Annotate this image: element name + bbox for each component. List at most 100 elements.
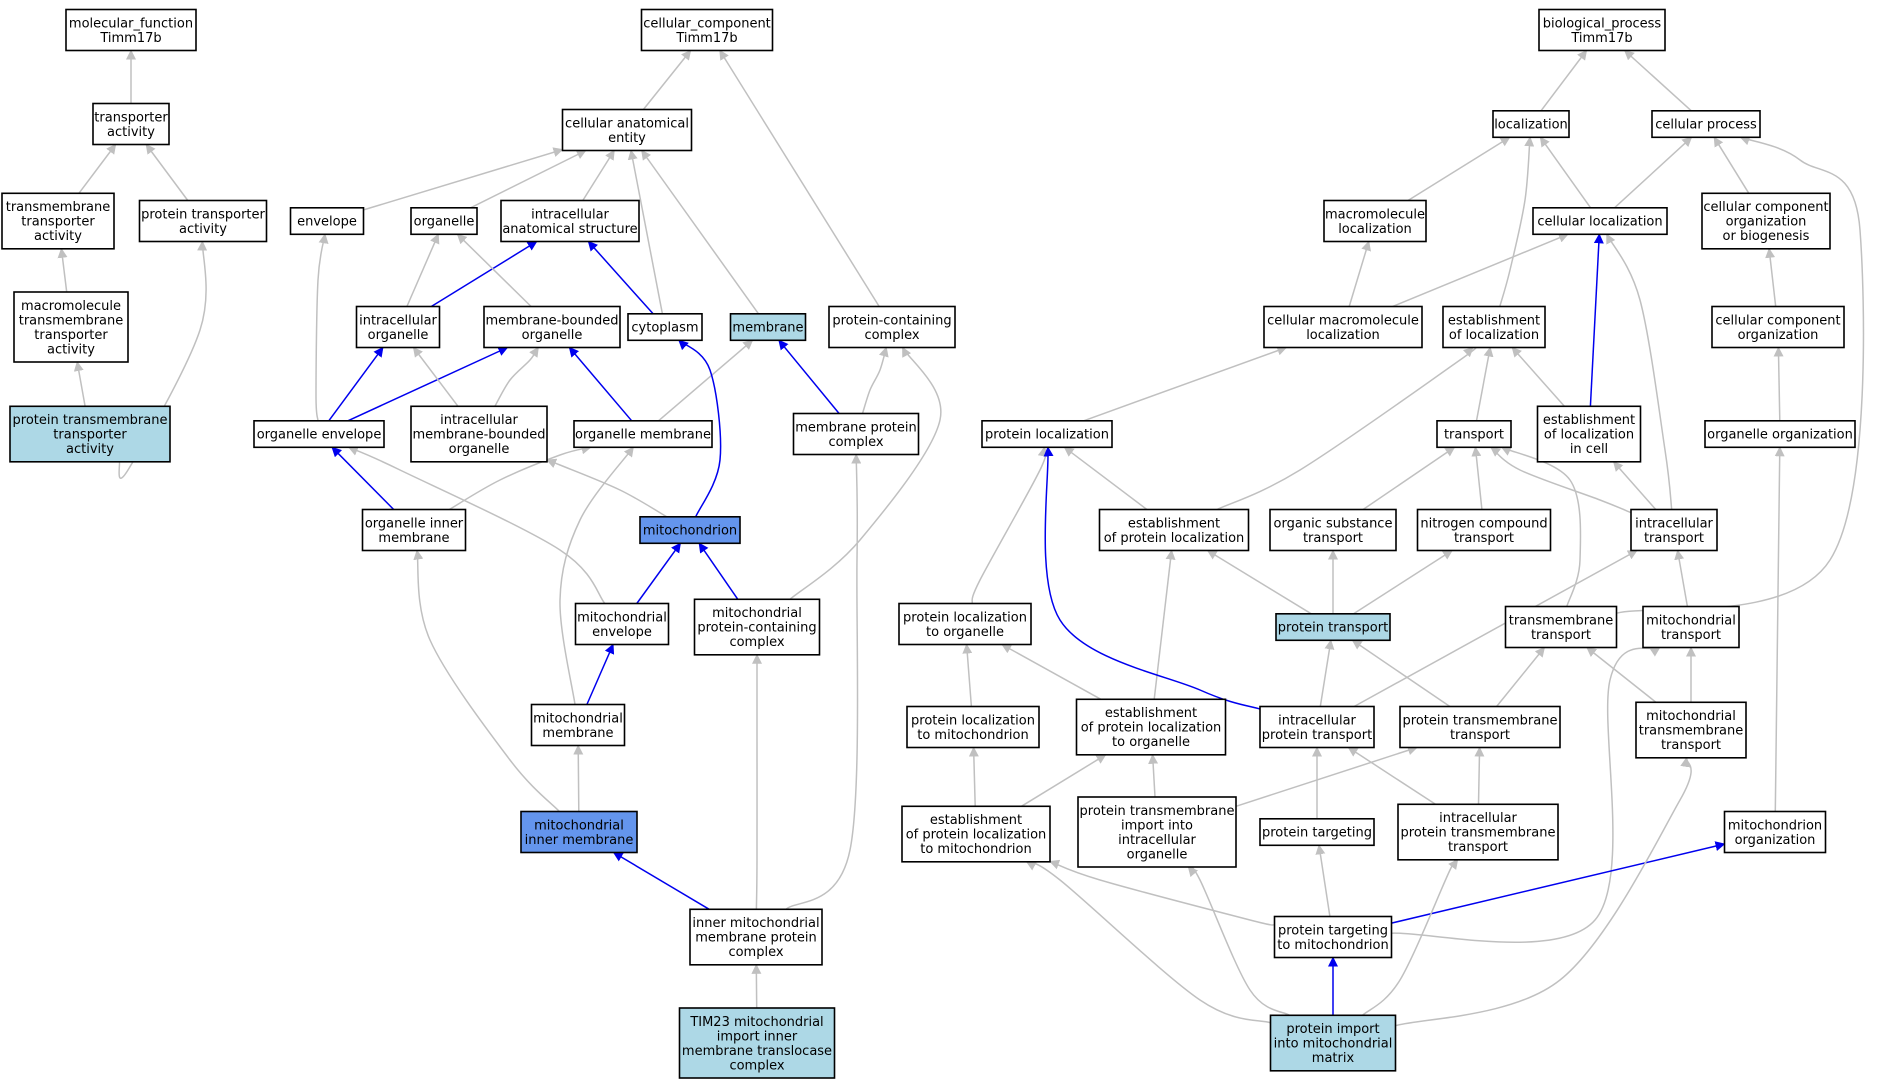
term-node-box (906, 705, 1040, 749)
term-node-mito[interactable]: mitochondrion (639, 515, 741, 545)
term-node-box (1630, 508, 1718, 552)
edge-eol-to-loc (1499, 136, 1535, 307)
term-node-box (1635, 701, 1747, 759)
term-node-trans[interactable]: transport (1436, 419, 1512, 449)
edge-om-to-mbo (568, 346, 633, 422)
edge-ptmt-to-tmt (1496, 646, 1546, 707)
term-node-env[interactable]: envelope (289, 207, 365, 236)
edge-cloc-to-cp (1613, 136, 1693, 209)
term-node-box (1492, 110, 1570, 139)
term-node-label-line: mitochondrial (1646, 709, 1736, 724)
term-node-ptgt[interactable]: protein targeting (1259, 817, 1375, 847)
edge-mito-to-imbo (546, 458, 668, 518)
term-node-label-line: transport (1303, 531, 1363, 546)
term-node-org[interactable]: organelle (410, 207, 478, 236)
term-node-label-line: nitrogen compound (1420, 516, 1547, 531)
edge-nct-to-trans (1471, 446, 1483, 510)
term-node-box (792, 412, 920, 456)
term-node-label-line: transport (1450, 728, 1510, 743)
term-node-label-line: Timm17b (675, 31, 737, 46)
term-node-label-line: organization (1735, 833, 1816, 848)
term-node-box (639, 515, 741, 545)
edge-cyto-to-cae (627, 149, 664, 314)
term-node-cp[interactable]: cellular process (1651, 110, 1761, 139)
term-node-label-line: intracellular (440, 413, 518, 428)
edge-oim-to-om (448, 444, 592, 511)
term-node-box (828, 305, 956, 349)
term-node-om[interactable]: organelle membrane (573, 419, 713, 449)
term-node-oe[interactable]: organelle envelope (253, 419, 385, 449)
edge-eolc-to-eol (1511, 346, 1565, 407)
term-node-box (678, 1007, 836, 1079)
term-node-loc[interactable]: localization (1492, 110, 1570, 139)
term-node-label-line: organelle (414, 215, 475, 230)
term-node-cloc[interactable]: cellular localization (1532, 207, 1668, 236)
term-node-mtta[interactable]: macromoleculetransmembranetransporteract… (13, 291, 129, 363)
term-node-label-line: establishment (1128, 516, 1220, 531)
term-node-label-line: of protein localization (1081, 721, 1222, 736)
term-node-label-line: organelle (368, 328, 429, 343)
term-node-box (693, 598, 821, 656)
term-node-label-line: complex (728, 945, 783, 960)
term-node-label-line: cytoplasm (631, 321, 698, 336)
term-node-oorg[interactable]: organelle organization (1704, 419, 1856, 449)
term-node-ploc[interactable]: protein localization (981, 419, 1113, 449)
term-node-pt[interactable]: protein transport (1275, 612, 1391, 642)
edge-mbo-to-org (456, 233, 532, 308)
term-node-cyto[interactable]: cytoplasm (627, 312, 703, 342)
term-node-box (9, 405, 171, 463)
term-node-box (1723, 810, 1827, 854)
term-node-mem[interactable]: membrane (729, 312, 807, 342)
term-node-label-line: envelope (297, 215, 357, 230)
edge-plm-to-plo (962, 643, 973, 707)
term-node-label-line: protein transporter (141, 207, 265, 222)
edge-iptmt-to-ipt (1347, 746, 1436, 805)
term-node-box (1269, 508, 1397, 552)
